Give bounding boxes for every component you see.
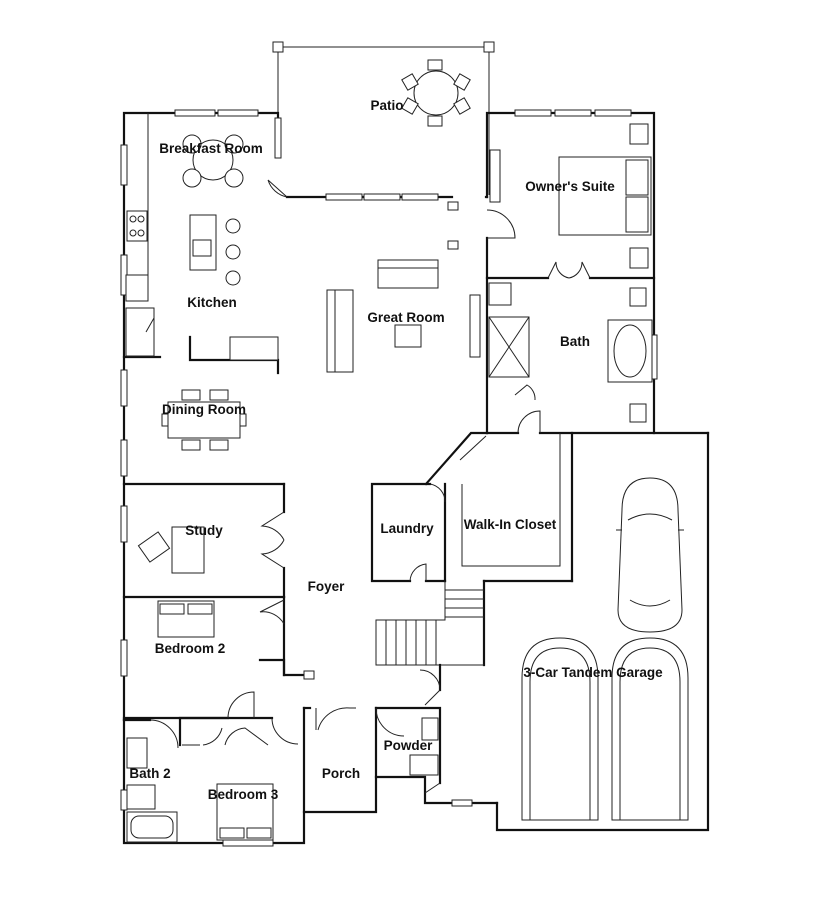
desk [171, 526, 205, 574]
patio-post [483, 41, 495, 53]
tv-console [469, 294, 481, 358]
label-bath: Bath [560, 334, 590, 349]
fixtures [125, 59, 689, 843]
garage-wall [495, 431, 710, 832]
toilet [421, 717, 439, 741]
vanity [409, 754, 439, 776]
label-study: Study [185, 523, 223, 538]
label-walk-in-closet: Walk-In Closet [464, 517, 557, 532]
sofa [377, 259, 439, 289]
sofa [326, 289, 354, 373]
patio-outline [277, 46, 490, 195]
doors [149, 179, 591, 794]
label-breakfast-room: Breakfast Room [159, 141, 263, 156]
label-kitchen: Kitchen [187, 295, 237, 310]
parking-space [611, 637, 689, 821]
patio-post [272, 41, 284, 53]
stairs [385, 435, 487, 665]
toilet [488, 282, 512, 306]
label-owners-suite: Owner's Suite [525, 179, 615, 194]
label-bedroom-2: Bedroom 2 [155, 641, 226, 656]
vanity [126, 737, 148, 769]
parking-space [521, 637, 599, 821]
toilet [126, 784, 156, 810]
label-foyer: Foyer [308, 579, 346, 594]
patio-table [413, 70, 459, 116]
bathtub [607, 319, 653, 383]
label-dining-room: Dining Room [162, 402, 246, 417]
label-patio: Patio [370, 98, 403, 113]
label-great-room: Great Room [367, 310, 444, 325]
label-garage: 3-Car Tandem Garage [523, 665, 663, 680]
label-powder: Powder [384, 738, 434, 753]
label-bedroom-3: Bedroom 3 [208, 787, 279, 802]
breakfast-table [192, 139, 234, 181]
label-laundry: Laundry [380, 521, 434, 536]
laundry-wall [370, 482, 432, 583]
cooktop [126, 210, 148, 242]
label-bath-2: Bath 2 [129, 766, 170, 781]
dining-table [167, 401, 241, 439]
car [616, 477, 684, 633]
chair [137, 531, 171, 563]
windows [120, 109, 658, 847]
room-labels: Patio Breakfast Room Owner's Suite Kitch… [129, 98, 663, 802]
label-porch: Porch [322, 766, 360, 781]
